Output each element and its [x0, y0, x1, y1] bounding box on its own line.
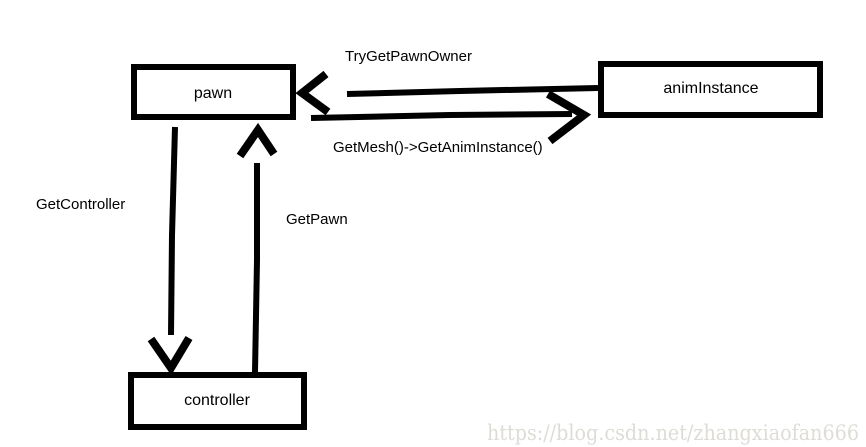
node-pawn: pawn: [131, 64, 296, 120]
edge-trygetpawnowner-shaft: [346, 85, 599, 97]
node-controller: controller: [128, 372, 307, 430]
edge-getmesh-label: GetMesh()->GetAnimInstance(): [333, 139, 543, 156]
arrow-up-icon: [236, 122, 278, 159]
arrow-left-icon: [295, 70, 331, 116]
arrow-right-icon: [545, 90, 592, 145]
node-animinstance: animInstance: [598, 61, 823, 118]
edge-trygetpawnowner: TryGetPawnOwner: [295, 48, 599, 116]
node-animinstance-label: animInstance: [663, 80, 758, 97]
edge-getmesh-shaft: [310, 111, 573, 121]
watermark-url: https://blog.csdn.net/zhangxiaofan666: [487, 421, 859, 445]
edge-getpawn: GetPawn: [236, 122, 348, 373]
edge-trygetpawnowner-label: TryGetPawnOwner: [345, 48, 472, 65]
edge-getcontroller-label: GetController: [36, 196, 125, 213]
edge-getcontroller-shaft: [168, 126, 178, 336]
edge-getcontroller: GetController: [36, 126, 193, 376]
edge-getmesh-getaniminstance: GetMesh()->GetAnimInstance(): [310, 90, 592, 156]
node-controller-box: [128, 372, 307, 430]
node-controller-label: controller: [184, 392, 250, 409]
node-animinstance-box: [598, 61, 823, 118]
node-pawn-label: pawn: [194, 85, 232, 102]
node-pawn-box: [131, 64, 296, 120]
arrow-down-icon: [147, 335, 193, 376]
ink-layer: pawn animInstance controller TryGetPawnO…: [36, 48, 823, 430]
edge-getpawn-label: GetPawn: [286, 211, 348, 228]
edge-getpawn-shaft: [252, 163, 260, 373]
